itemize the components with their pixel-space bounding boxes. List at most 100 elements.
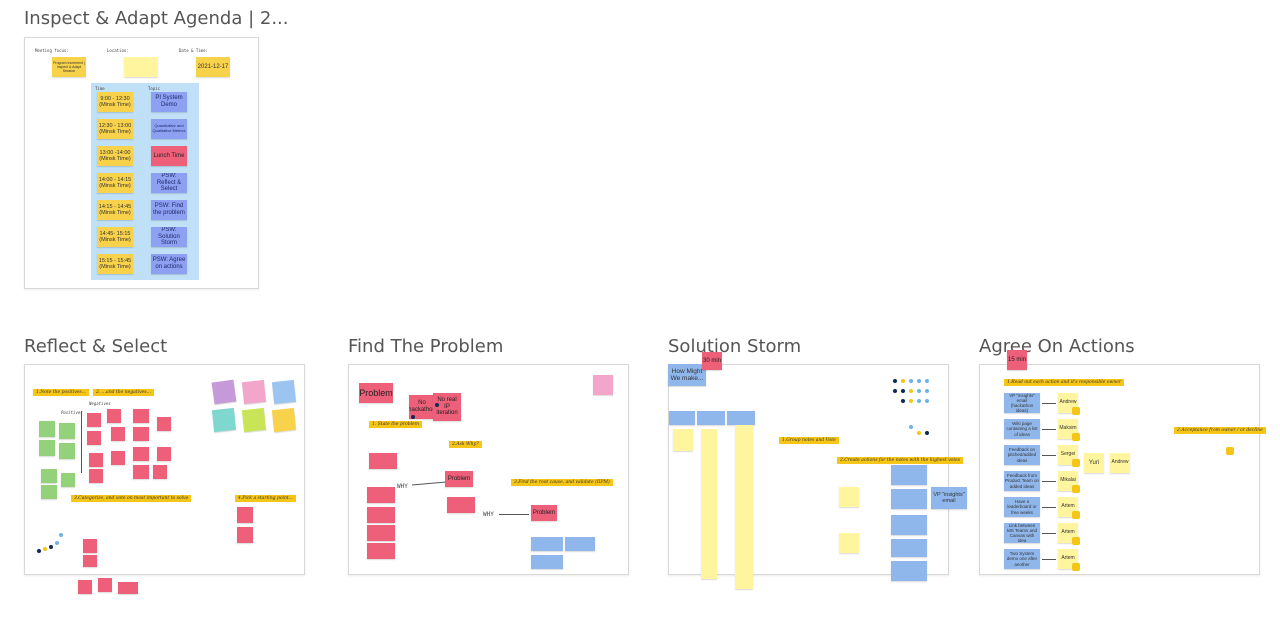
sticky-note[interactable] [111,427,125,441]
sticky-note[interactable] [241,379,267,405]
sticky-note[interactable] [367,525,395,541]
problem-note[interactable]: Problem [359,383,393,403]
sticky-note[interactable] [271,407,297,433]
sticky-note[interactable] [367,507,395,523]
sticky-note[interactable] [107,409,121,423]
vote-dot[interactable] [901,389,905,393]
how-might-we-note[interactable]: How Might We make... [668,364,706,386]
sticky-note[interactable] [133,465,149,479]
vote-dot[interactable] [917,389,921,393]
owner-note[interactable]: Maksim [1058,419,1078,439]
sticky-note[interactable] [565,537,595,551]
owner-note[interactable]: Sergei [1058,445,1078,465]
vote-dot[interactable] [893,379,897,383]
sticky-note[interactable] [891,465,927,485]
actions-board[interactable]: 1.Read out each action and it's responsi… [979,364,1266,575]
vote-dot[interactable] [909,379,913,383]
reflect-board[interactable]: 1.Note the positives... 2. ...and the ne… [24,364,305,575]
action-note[interactable]: Feedback from Product Team on added idea… [1004,471,1040,491]
sticky-note[interactable] [697,411,725,425]
owner-note[interactable]: Andrew [1058,393,1078,413]
storm-board[interactable]: 1.Group notes and Vote 2.Create actions … [668,364,967,589]
sticky-note[interactable] [727,411,755,425]
agenda-date-note[interactable]: 2021-12-17 [196,57,230,77]
action-note[interactable]: Link between MS Teams and Canvas with Id… [1004,523,1040,543]
sticky-note[interactable] [271,379,297,405]
sticky-note[interactable] [211,407,237,433]
agenda-time-note[interactable]: 14:45- 15:15 (Minsk Time) [97,227,133,247]
problem-mid-note[interactable]: Problem [445,471,473,487]
sticky-note[interactable] [673,429,693,451]
insights-note[interactable]: VP "insights" email [931,487,967,509]
sticky-note[interactable] [89,469,103,483]
sticky-note[interactable] [83,555,97,567]
sticky-note[interactable] [237,507,253,523]
vote-dot[interactable] [435,403,439,407]
vote-dot[interactable] [901,399,905,403]
sticky-note[interactable] [41,469,57,483]
sticky-note[interactable] [891,539,927,557]
sticky-note[interactable] [98,578,112,592]
owner-note[interactable]: Mikalai [1058,471,1078,491]
owner-yuri-note[interactable]: Yuri [1084,453,1104,473]
sticky-note[interactable] [133,427,149,441]
frame-title-storm[interactable]: Solution Storm [668,336,802,357]
sticky-column[interactable] [701,429,717,579]
sticky-note[interactable] [211,379,237,405]
agenda-board[interactable]: Meeting focus: Location: Date & Time: Pr… [24,37,259,289]
agenda-topic-note[interactable]: PSW: Solution Storm [151,227,187,247]
sticky-note[interactable] [133,409,149,423]
agenda-topic-note[interactable]: PSW: Reflect & Select [151,173,187,193]
agenda-time-note[interactable]: 15:15 - 15:45 (Minsk Time) [97,254,133,274]
sticky-note[interactable] [83,539,97,553]
agenda-topic-note[interactable]: PSW: Find the problem [151,200,187,220]
vote-dot[interactable] [901,379,905,383]
sticky-note[interactable] [367,543,395,559]
frame-title-reflect[interactable]: Reflect & Select [24,336,168,357]
owner-andrew-note[interactable]: Andrew [1110,453,1130,473]
action-note[interactable]: Wiki page containing a list of ideas [1004,419,1040,439]
sticky-note[interactable] [157,417,171,431]
sticky-note[interactable] [891,561,927,581]
problem-right-note[interactable]: Problem [531,505,557,521]
vote-dot[interactable] [43,547,47,551]
frame-title-actions[interactable]: Agree On Actions [979,336,1135,357]
actions-timer-note[interactable]: 15 min [1007,350,1027,370]
sticky-note[interactable] [447,497,475,513]
no-real-ip-note[interactable]: No real IP iteration [433,393,461,421]
vote-dot[interactable] [925,389,929,393]
frame-title-problem[interactable]: Find The Problem [348,336,504,357]
storm-timer-note[interactable]: 30 min [702,352,722,370]
sticky-note[interactable] [39,440,55,456]
agenda-time-note[interactable]: 14:15 - 14:45 (Minsk Time) [97,200,133,220]
vote-dot[interactable] [917,379,921,383]
vote-dot[interactable] [925,379,929,383]
vote-dot[interactable] [49,545,53,549]
sticky-note[interactable] [157,447,171,461]
sticky-note[interactable] [153,465,167,479]
agenda-focus-note[interactable]: Program Increment | Inspect & Adapt Sess… [52,57,86,77]
vote-dot[interactable] [411,415,415,419]
sticky-note[interactable] [593,375,613,395]
owner-note[interactable]: Artem [1058,523,1078,543]
sticky-note[interactable] [839,487,859,507]
vote-dot[interactable] [925,399,929,403]
sticky-note[interactable] [61,473,75,487]
sticky-note[interactable] [89,453,103,467]
agenda-time-note[interactable]: 14:00 - 14:15 (Minsk Time) [97,173,133,193]
vote-dot[interactable] [917,431,921,435]
sticky-note[interactable] [367,487,395,503]
sticky-note[interactable] [531,555,563,569]
sticky-note[interactable] [39,421,55,437]
sticky-note[interactable] [669,411,695,425]
sticky-note[interactable] [59,423,75,439]
vote-dot[interactable] [59,533,63,537]
sticky-note[interactable] [59,443,75,459]
vote-dot[interactable] [909,399,913,403]
vote-dot[interactable] [893,389,897,393]
vote-dot[interactable] [909,425,913,429]
agenda-topic-note[interactable]: PSW: Agree on actions [151,254,187,274]
agenda-time-note[interactable]: 9:00 - 12:30 (Minsk Time) [97,92,133,112]
vote-dot[interactable] [37,549,41,553]
action-note[interactable]: Have a leaderboard or free weeks [1004,497,1040,517]
